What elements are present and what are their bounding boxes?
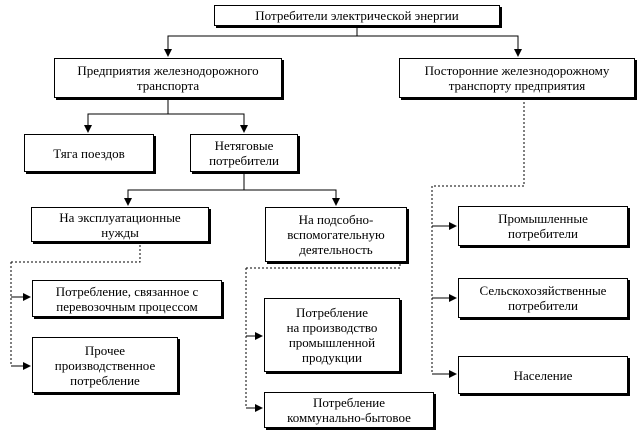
node-transport-consumption-label: Потребление, связанное с перевозочным пр…: [55, 283, 199, 314]
node-other-production-label: Прочее производственное потребление: [54, 342, 156, 388]
connector-auxiliary-stem: [246, 262, 401, 269]
node-railway-enterprises: Предприятия железнодорожного транспорта: [54, 58, 282, 98]
node-non-traction-label: Нетяговые потребители: [209, 138, 279, 168]
node-industrial-consumers: Промышленные потребители: [458, 206, 628, 246]
node-auxiliary-activity-label: На подсобно- вспомогательную деятельност…: [287, 212, 385, 257]
node-household-label: Потребление коммунально-бытовое: [287, 395, 411, 425]
connector-nontraction-operational: [124, 172, 245, 206]
connector-root-external: [357, 35, 522, 57]
node-operational-needs: На эксплуатационные нужды: [31, 207, 209, 242]
node-industrial-production: Потребление на производство промышленной…: [264, 298, 400, 372]
node-industrial-production-label: Потребление на производство промышленной…: [286, 305, 378, 365]
connector-operational-stem: [11, 242, 141, 263]
node-traction: Тяга поездов: [24, 134, 154, 172]
connector-nontraction-auxiliary: [244, 189, 340, 206]
node-external-enterprises-label: Посторонние железнодорожному транспорту …: [424, 63, 610, 93]
node-traction-label: Тяга поездов: [53, 145, 125, 161]
node-external-enterprises: Посторонние железнодорожному транспорту …: [399, 58, 635, 98]
node-industrial-consumers-label: Промышленные потребители: [498, 211, 588, 241]
node-root-label: Потребители электрической энергии: [255, 8, 459, 23]
node-agricultural-consumers: Сельскохозяйственные потребители: [458, 278, 628, 318]
node-other-production: Прочее производственное потребление: [32, 337, 178, 393]
connector-railway-nontraction: [168, 113, 248, 133]
connector-external-branch: [431, 98, 525, 374]
node-transport-consumption: Потребление, связанное с перевозочным пр…: [32, 280, 222, 317]
node-population: Население: [458, 356, 628, 394]
node-auxiliary-activity: На подсобно- вспомогательную деятельност…: [265, 207, 407, 262]
node-operational-needs-label: На эксплуатационные нужды: [59, 209, 181, 240]
node-root: Потребители электрической энергии: [214, 5, 500, 26]
node-household: Потребление коммунально-бытовое: [264, 392, 434, 428]
node-population-label: Население: [513, 367, 573, 383]
node-railway-enterprises-label: Предприятия железнодорожного транспорта: [77, 63, 259, 93]
connector-root-railway: [164, 26, 358, 57]
node-agricultural-consumers-label: Сельскохозяйственные потребители: [479, 283, 607, 313]
connector-railway-traction: [84, 98, 169, 133]
node-non-traction: Нетяговые потребители: [190, 134, 298, 172]
